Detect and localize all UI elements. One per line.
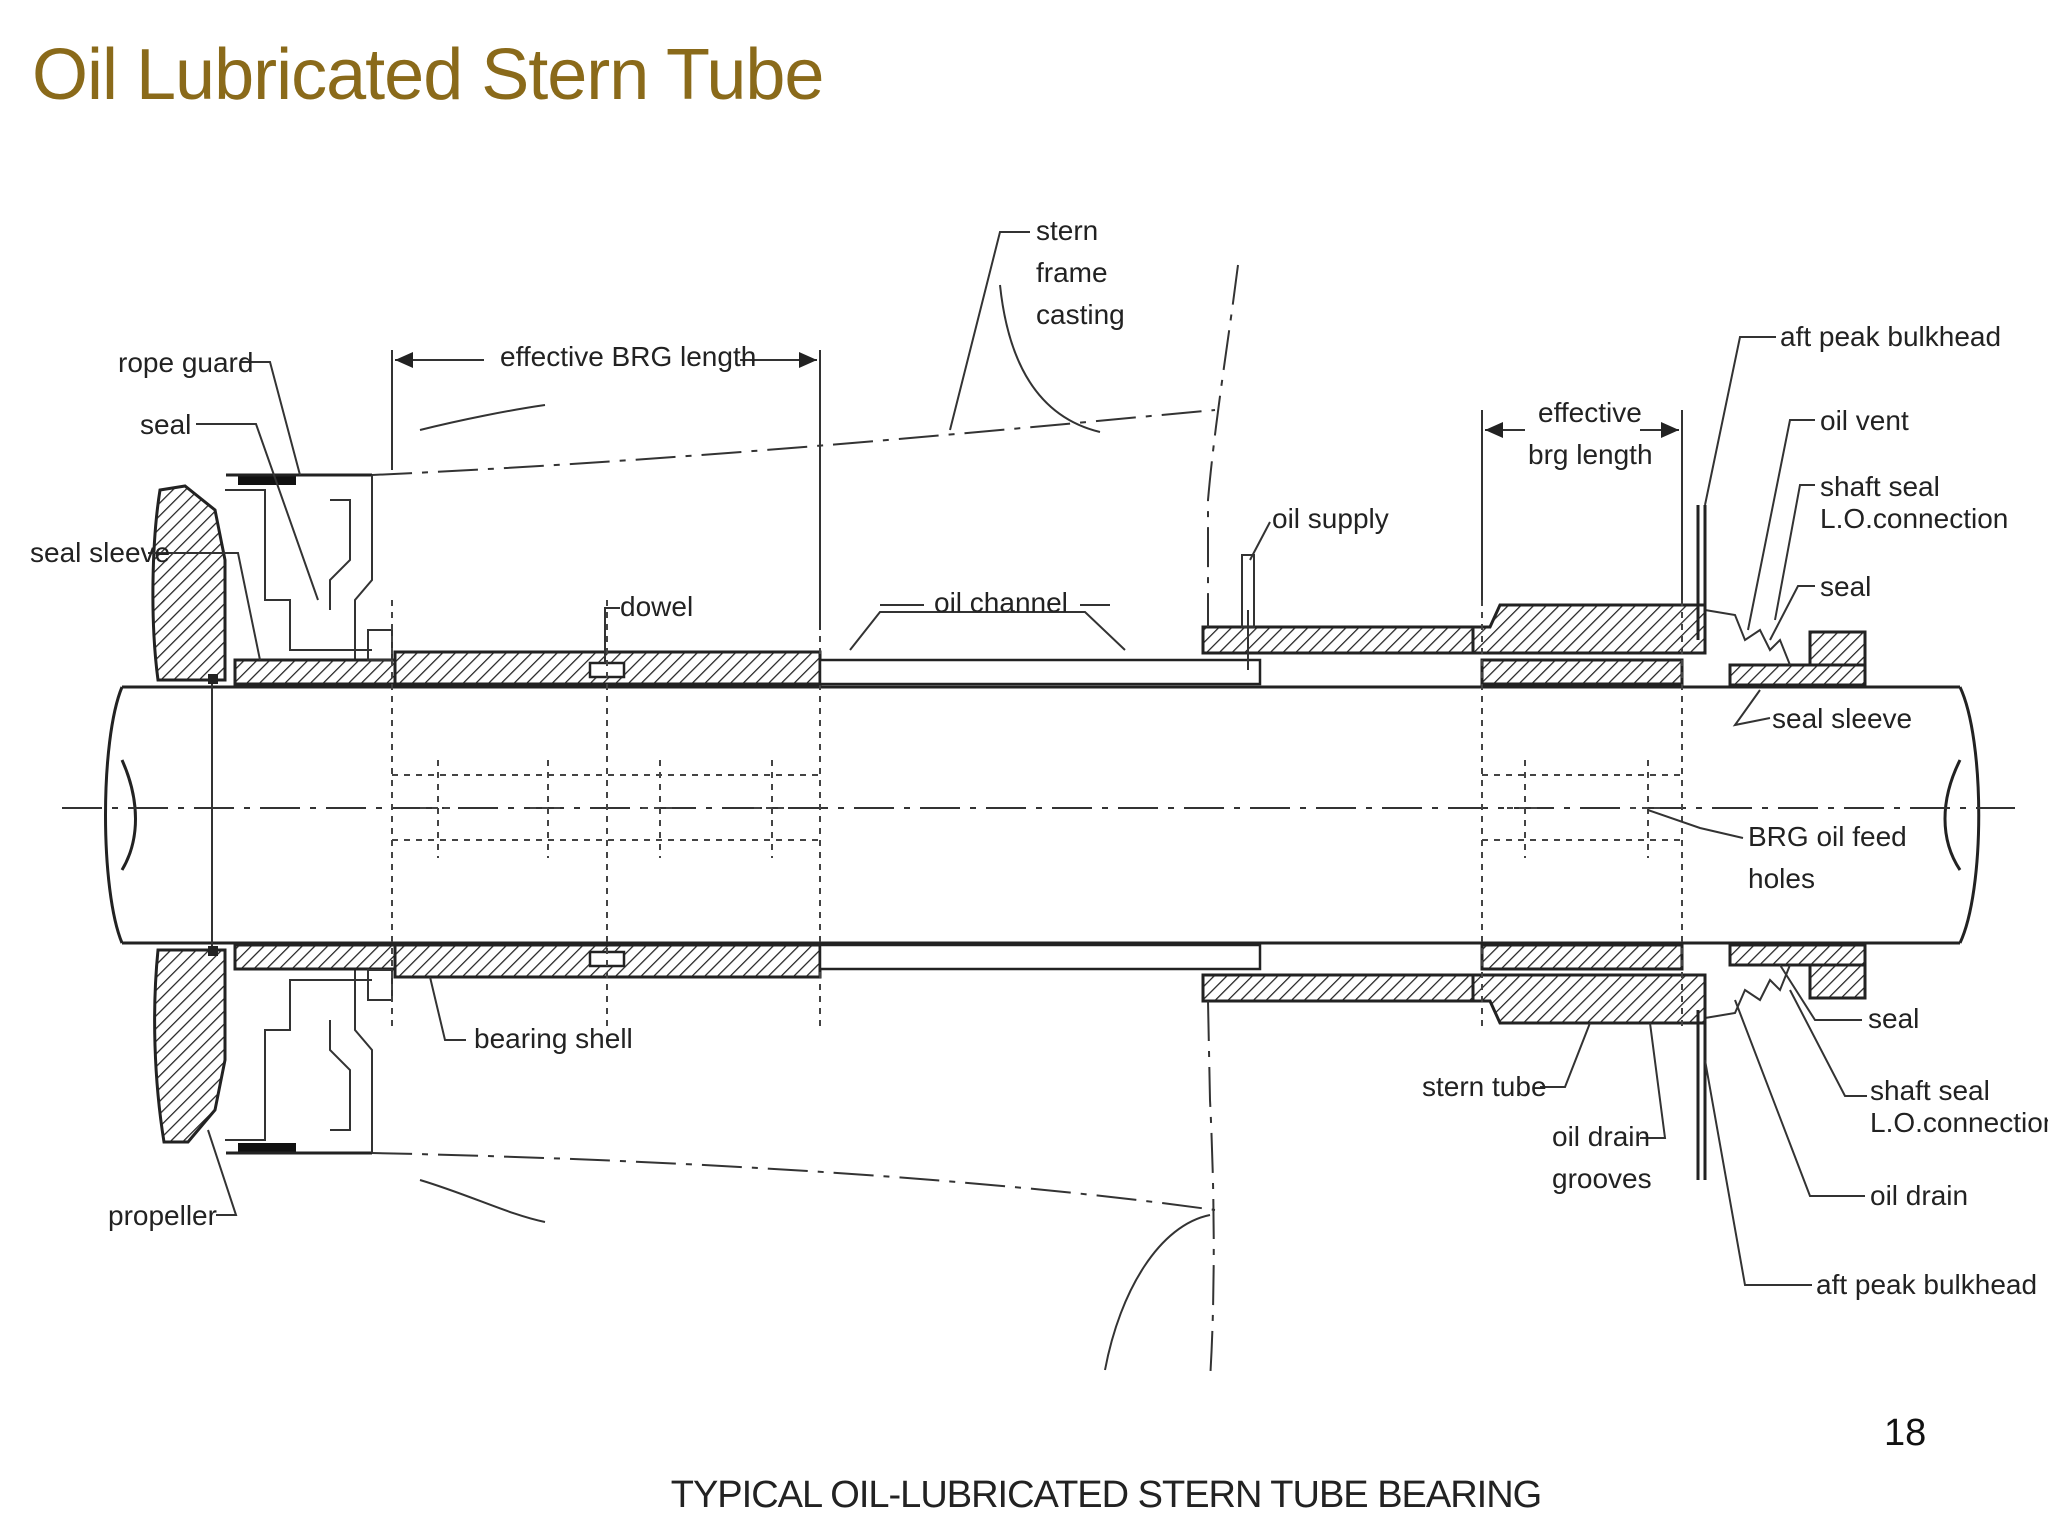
oil-channel bbox=[818, 611, 1262, 971]
aft-seal-bottom bbox=[238, 1143, 296, 1153]
dimension-lines bbox=[391, 350, 1683, 630]
label-seal-fwd-bottom: seal bbox=[1868, 1003, 1919, 1034]
forward-seal-assembly bbox=[1696, 505, 1867, 1180]
label-effective-brg-length: effective BRG length bbox=[500, 341, 756, 372]
slide-title: Oil Lubricated Stern Tube bbox=[32, 35, 824, 115]
label-shaft-seal-bottom-2: L.O.connection bbox=[1870, 1107, 2048, 1138]
label-oil-drain: oil drain bbox=[1870, 1180, 1968, 1211]
label-effective-fwd-2: brg length bbox=[1528, 439, 1653, 470]
label-stern-frame-1: stern bbox=[1036, 215, 1098, 246]
label-stern-frame-3: casting bbox=[1036, 299, 1125, 330]
page-number: 18 bbox=[1884, 1412, 1927, 1454]
label-oil-supply: oil supply bbox=[1272, 503, 1389, 534]
label-shaft-seal-top-2: L.O.connection bbox=[1820, 503, 2008, 534]
label-stern-frame-2: frame bbox=[1036, 257, 1108, 288]
label-seal-fwd-top: seal bbox=[1820, 571, 1871, 602]
label-oil-vent: oil vent bbox=[1820, 405, 1909, 436]
label-oil-drain-grooves-1: oil drain bbox=[1552, 1121, 1650, 1152]
aft-seal-top bbox=[238, 475, 296, 485]
leader-lines bbox=[148, 231, 1867, 1286]
label-oil-drain-grooves-2: grooves bbox=[1552, 1163, 1652, 1194]
label-shaft-seal-top-1: shaft seal bbox=[1820, 471, 1940, 502]
label-aft-peak-bulkhead-top: aft peak bulkhead bbox=[1780, 321, 2001, 352]
propeller-shaft bbox=[62, 685, 2015, 945]
label-bearing-shell: bearing shell bbox=[474, 1023, 633, 1054]
propeller-hub bbox=[151, 484, 227, 1144]
aft-bearing-shell bbox=[391, 600, 822, 1030]
label-rope-guard: rope guard bbox=[118, 347, 253, 378]
label-propeller: propeller bbox=[108, 1200, 217, 1231]
label-oil-channel: oil channel bbox=[934, 587, 1068, 618]
label-seal-sleeve-right: seal sleeve bbox=[1772, 703, 1912, 734]
label-seal-aft-top: seal bbox=[140, 409, 191, 440]
figure-caption: TYPICAL OIL-LUBRICATED STERN TUBE BEARIN… bbox=[670, 1474, 1542, 1516]
label-seal-sleeve-left: seal sleeve bbox=[30, 537, 170, 568]
label-aft-peak-bulkhead-bottom: aft peak bulkhead bbox=[1816, 1269, 2037, 1300]
label-brg-oil-feed-2: holes bbox=[1748, 863, 1815, 894]
stern-tube bbox=[1201, 554, 1707, 1030]
label-effective-fwd-1: effective bbox=[1538, 397, 1642, 428]
label-dowel: dowel bbox=[620, 591, 693, 622]
labels: rope guard seal seal sleeve propeller ef… bbox=[30, 215, 2048, 1300]
hull-lines bbox=[371, 264, 1239, 1381]
label-brg-oil-feed-1: BRG oil feed bbox=[1748, 821, 1907, 852]
label-stern-tube: stern tube bbox=[1422, 1071, 1547, 1102]
label-shaft-seal-bottom-1: shaft seal bbox=[1870, 1075, 1990, 1106]
